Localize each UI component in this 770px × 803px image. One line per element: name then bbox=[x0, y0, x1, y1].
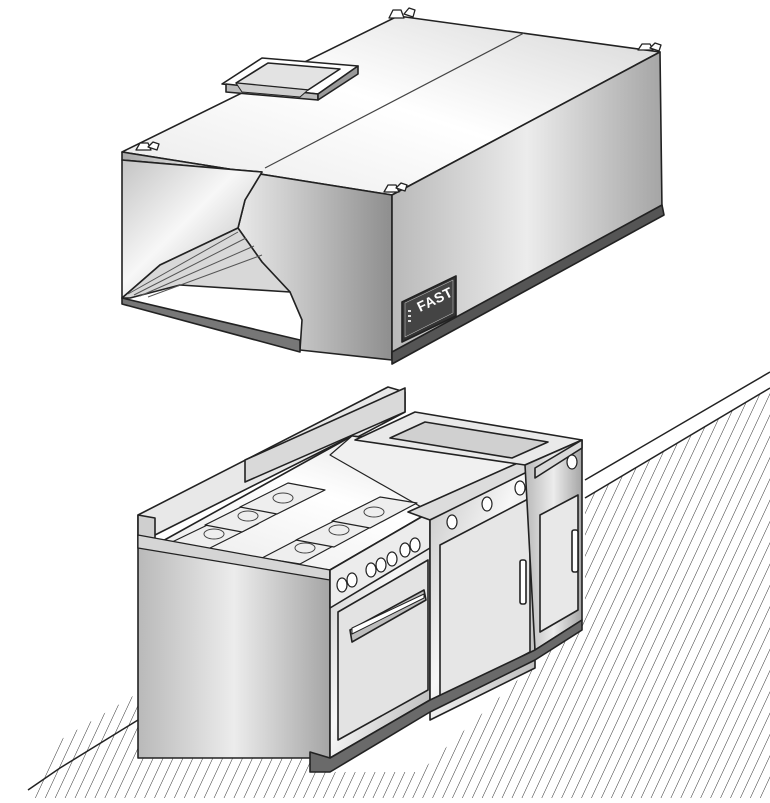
fast-logo-plate: FAST bbox=[401, 275, 457, 343]
right-knob bbox=[566, 454, 578, 470]
exhaust-collar bbox=[221, 57, 359, 101]
floor-hatch bbox=[27, 371, 770, 798]
fryer-well bbox=[389, 421, 549, 459]
hood-underside bbox=[121, 227, 291, 299]
base-shadow bbox=[309, 619, 583, 773]
right-cabinet-door bbox=[539, 494, 579, 633]
exhaust-hood: FAST bbox=[121, 7, 665, 365]
middle-knobs bbox=[446, 480, 526, 530]
cooking-equipment-line bbox=[137, 386, 583, 773]
hanger-clips bbox=[135, 7, 662, 193]
burner-grates bbox=[169, 482, 418, 565]
range-knobs bbox=[336, 537, 421, 593]
